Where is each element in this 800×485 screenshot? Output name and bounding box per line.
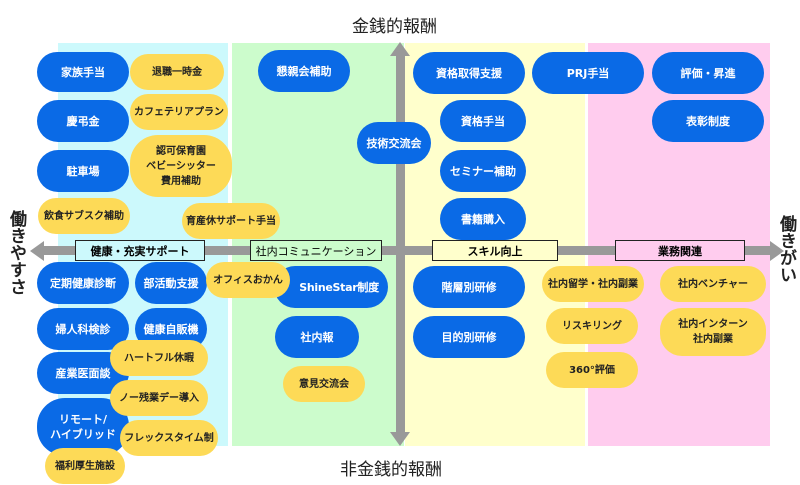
item: ShineStar制度 [274,266,388,308]
category-communication: 社内コミュニケーション [250,240,382,261]
item: 目的別研修 [413,316,525,358]
item: 社内インターン 社内副業 [660,308,766,356]
item: カフェテリアプラン [130,94,228,130]
item: 評価・昇進 [652,52,764,94]
item: 婦人科検診 [37,308,129,350]
item: 資格手当 [440,100,526,142]
item: 駐車場 [37,150,129,192]
arrow-down-icon [390,432,410,446]
item: 技術交流会 [357,122,431,164]
item: 社内報 [275,316,359,358]
item: 部活動支援 [135,262,207,304]
category-skill: スキル向上 [432,240,558,261]
arrow-up-icon [390,42,410,56]
item: 表彰制度 [652,100,764,142]
item: 書籍購入 [440,198,526,240]
axis-label-top: 金銭的報酬 [352,17,437,37]
item: 階層別研修 [413,266,525,308]
item: 家族手当 [37,52,129,92]
item: ハートフル休暇 [110,340,208,376]
item: 意見交流会 [283,366,365,402]
item: 慶弔金 [37,100,129,142]
item: 社内留学・社内副業 [542,266,644,302]
vertical-axis [396,55,405,435]
arrow-right-icon [770,241,784,261]
item: ノー残業デー導入 [110,380,208,416]
item: 社内ベンチャー [660,266,766,302]
item: リスキリング [546,308,638,344]
horizontal-axis [42,246,772,255]
item: 飲食サブスク補助 [38,198,130,234]
arrow-left-icon [30,241,44,261]
item: 退職一時金 [130,54,224,90]
item: 認可保育園 ベビーシッター 費用補助 [130,135,232,197]
axis-label-right: 働きがい [776,215,796,283]
item: 資格取得支援 [413,52,525,94]
item: 懇親会補助 [258,50,350,92]
axis-label-left: 働きやすさ [6,210,26,295]
item: オフィスおかん [206,262,290,298]
item: フレックスタイム制 [120,420,218,456]
item: 定期健康診断 [37,262,129,304]
item: 育産休サポート手当 [182,203,280,239]
item: セミナー補助 [440,150,526,192]
axis-label-bottom: 非金銭的報酬 [340,460,442,480]
item: 360°評価 [546,352,638,388]
item: 福利厚生施設 [45,448,125,484]
item: PRJ手当 [532,52,644,94]
category-business: 業務関連 [615,240,745,261]
category-health: 健康・充実サポート [75,240,205,261]
